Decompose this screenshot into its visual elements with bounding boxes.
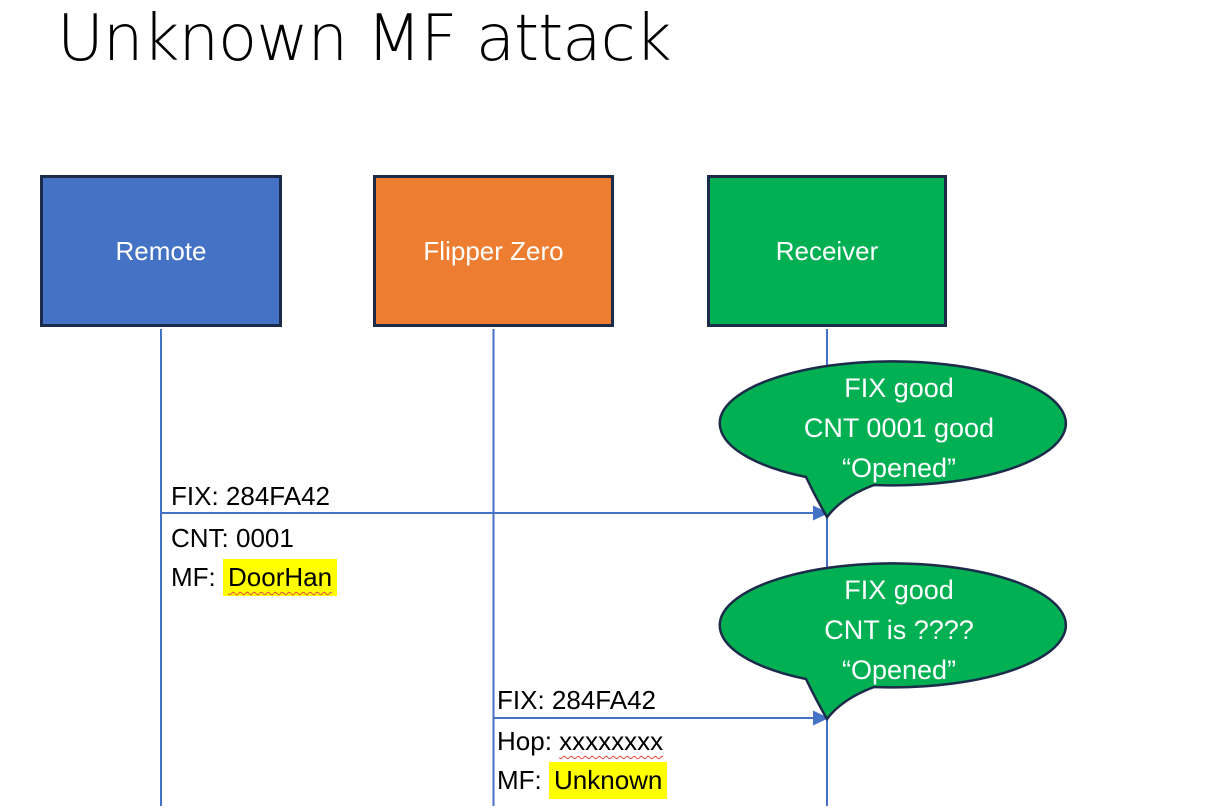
- arrowhead-icon: [813, 505, 829, 521]
- callout-2-line-3: “Opened”: [841, 655, 957, 685]
- message-1-mf-label: MF: DoorHan: [171, 559, 338, 596]
- message-2-hop-prefix: Hop:: [497, 726, 560, 756]
- callout-1-line-3: “Opened”: [841, 453, 957, 483]
- message-2-hop-label: Hop: xxxxxxxx: [497, 724, 663, 758]
- message-1-cnt-text: CNT: 0001: [171, 523, 294, 553]
- callout-1-line-1: FIX good: [844, 373, 954, 403]
- message-2-mf-prefix: MF:: [497, 765, 549, 795]
- callout-bubble-1: [718, 360, 1067, 520]
- arrowhead-icon: [813, 710, 829, 726]
- message-1-fix-label: FIX: 284FA42: [171, 479, 330, 513]
- message-2-hop-value: xxxxxxxx: [559, 726, 664, 756]
- actor-label-receiver: Receiver: [775, 235, 879, 266]
- message-arrow-flipper-to-receiver: [493, 710, 829, 726]
- actor-box-receiver: Receiver: [707, 175, 947, 327]
- message-2-fix-label: FIX: 284FA42: [497, 683, 656, 717]
- callout-2-line-2: CNT is ????: [824, 615, 974, 645]
- page-title: Unknown MF attack: [57, 2, 672, 76]
- message-1-mf-prefix: MF:: [171, 562, 223, 592]
- callout-2-line-1: FIX good: [844, 575, 954, 605]
- message-1-cnt-label: CNT: 0001: [171, 521, 294, 555]
- callout-1-text: FIX good CNT 0001 good “Opened”: [734, 368, 1064, 488]
- message-1-fix-text: FIX: 284FA42: [171, 481, 330, 511]
- actor-box-flipper-zero: Flipper Zero: [373, 175, 614, 327]
- actor-label-remote: Remote: [115, 235, 207, 266]
- callout-2-text: FIX good CNT is ???? “Opened”: [734, 570, 1064, 690]
- actor-box-remote: Remote: [40, 175, 282, 327]
- message-arrow-remote-to-receiver: [161, 505, 829, 521]
- message-2-mf-value-highlight: Unknown: [549, 762, 668, 799]
- actor-label-flipper-zero: Flipper Zero: [423, 235, 564, 266]
- message-2-mf-label: MF: Unknown: [497, 762, 668, 799]
- message-2-fix-text: FIX: 284FA42: [497, 685, 656, 715]
- callout-bubble-2: [718, 562, 1067, 722]
- message-1-mf-value-highlight: DoorHan: [223, 559, 338, 596]
- callout-1-line-2: CNT 0001 good: [803, 413, 995, 443]
